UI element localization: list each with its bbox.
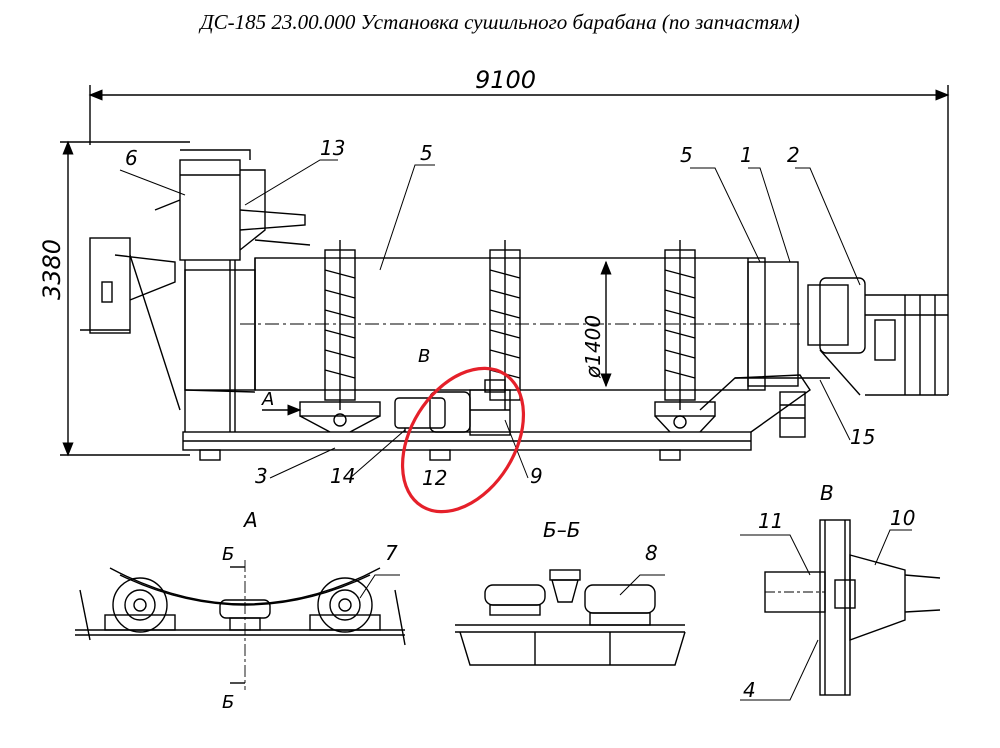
- burner-assembly: [779, 277, 949, 438]
- roller-support-right: [654, 401, 716, 433]
- bandage-ring-3: [664, 240, 696, 410]
- roller-support-left: [299, 401, 381, 433]
- view-b-label: В: [820, 481, 834, 505]
- cut-mark-top: Б: [222, 544, 234, 565]
- view-b: [740, 519, 941, 701]
- callout-6: 6: [125, 146, 138, 170]
- dimension-height-label: 3380: [38, 239, 66, 300]
- leader-lines: [119, 159, 861, 479]
- arrow-a-label: А: [261, 389, 274, 410]
- callout-5-right: 5: [680, 143, 693, 167]
- dimension-height: [60, 140, 190, 457]
- bandage-ring-1: [324, 240, 356, 410]
- drawing-title: ДС-185 23.00.000 Установка сушильного ба…: [200, 10, 800, 34]
- section-bb: [455, 569, 686, 666]
- callout-5-left: 5: [420, 141, 433, 165]
- cut-mark-bottom: Б: [222, 692, 234, 713]
- view-a: [75, 560, 406, 690]
- dimension-length: [88, 85, 950, 295]
- base-frame: [182, 374, 830, 461]
- highlight-ellipse: [400, 366, 526, 514]
- callout-1: 1: [740, 143, 753, 167]
- callout-14: 14: [330, 464, 355, 488]
- dimension-length-label: 9100: [475, 66, 536, 94]
- section-bb-label: Б–Б: [543, 518, 580, 542]
- drive-unit: [394, 379, 511, 436]
- loading-hopper: [80, 149, 311, 432]
- callout-13: 13: [320, 136, 345, 160]
- callout-8: 8: [645, 541, 658, 565]
- callout-9: 9: [530, 464, 543, 488]
- callout-15: 15: [850, 425, 875, 449]
- callout-2: 2: [787, 143, 800, 167]
- arrow-b-label: В: [418, 346, 430, 367]
- callout-12: 12: [422, 466, 447, 490]
- callout-4: 4: [743, 678, 756, 702]
- callout-7: 7: [385, 541, 398, 565]
- callout-3: 3: [255, 464, 268, 488]
- callout-11: 11: [758, 509, 783, 533]
- view-a-label: А: [242, 508, 258, 532]
- callout-10: 10: [890, 506, 915, 530]
- drying-drum: [240, 240, 800, 410]
- dimension-diameter-label: ø1400: [581, 315, 605, 379]
